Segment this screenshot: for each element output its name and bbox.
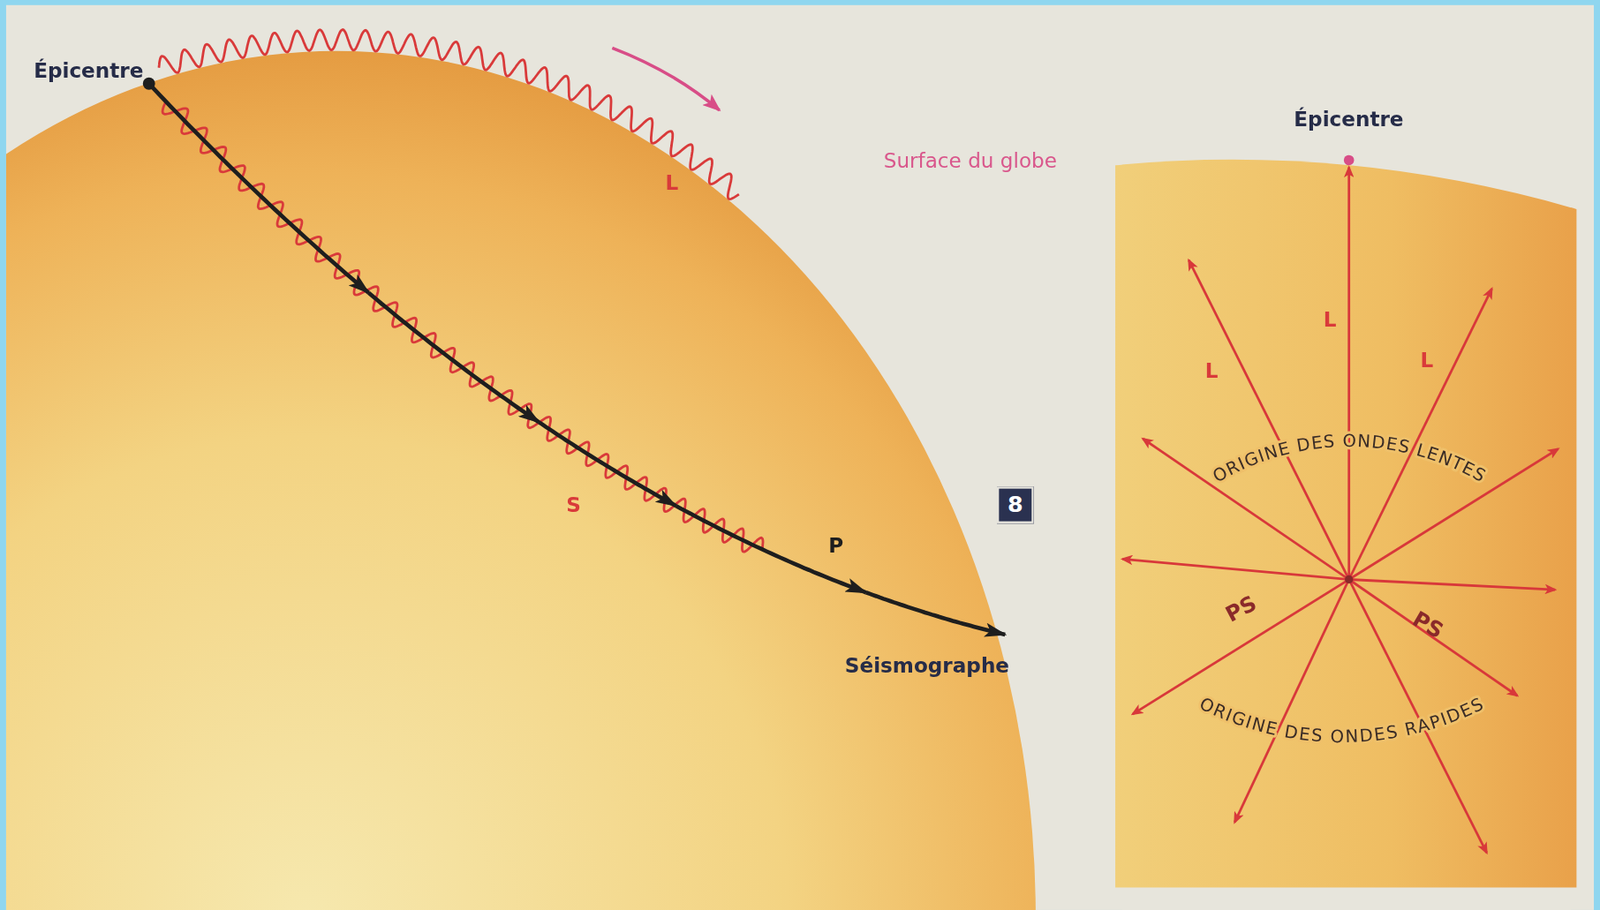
curved-label: ORIGINE DES ONDES LENTES [1208,430,1490,487]
wave-label: L [664,171,679,194]
place-label: Épicentre [1293,108,1404,131]
ray [1349,579,1518,696]
p-wave-path [538,422,676,506]
s-wave [162,101,763,552]
surface-wave [158,30,740,200]
p-wave-path [866,592,1006,635]
ray [1349,579,1555,590]
curved-label-holder: ORIGINE DES ONDES RAPIDES [1196,693,1488,748]
p-wave-path [676,505,867,593]
epicentre-dot [1343,155,1355,167]
wave-rays [1122,167,1558,854]
wave-label: L [1205,359,1219,382]
ray [1122,558,1350,580]
curved-label-holder: ORIGINE DES ONDES LENTES [1208,430,1490,487]
wave-label: L [1420,348,1434,371]
p-wave-path [369,293,540,423]
wave-label: S [566,493,582,516]
place-label: Séismographe [845,654,1010,677]
direction-arrow [611,47,719,111]
epicentre-dot [143,77,156,91]
p-wave-path [149,83,370,294]
curved-label: ORIGINE DES ONDES RAPIDES [1196,693,1488,748]
place-label: Épicentre [33,59,144,82]
focus-dot [1344,575,1353,584]
globe-section [1115,159,1577,889]
ray [1188,260,1349,581]
figure-number-box: 8 [996,486,1034,524]
globe [6,51,1036,910]
ray [1347,167,1351,581]
wave-label: P [828,535,844,558]
wave-label: L [1323,308,1337,331]
callout-number: 8 [1007,493,1024,516]
surface-label: Surface du globe [883,149,1057,172]
